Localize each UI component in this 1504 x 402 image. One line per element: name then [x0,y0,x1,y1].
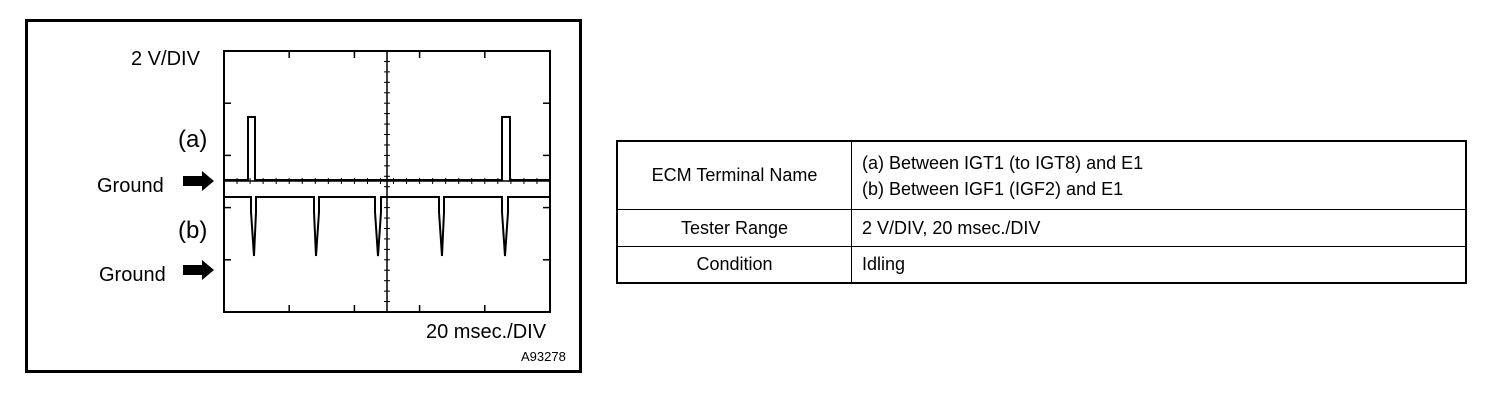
trace-b-label: (b) [178,217,208,244]
row-value: Idling [851,246,1467,284]
trace-a-igt-signal [224,116,550,181]
table-row: Condition Idling [616,246,1467,284]
oscilloscope-figure: 2 V/DIV (a) (b) Ground Ground 20 msec./D… [25,19,582,373]
table-row: ECM Terminal Name (a) Between IGT1 (to I… [616,140,1467,210]
ground-a-arrow [183,171,214,191]
volt-div-label: 2 V/DIV [131,48,200,70]
inspection-spec-table: ECM Terminal Name (a) Between IGT1 (to I… [616,140,1467,284]
row-value: (a) Between IGT1 (to IGT8) and E1 (b) Be… [851,140,1467,210]
value-line: (a) Between IGT1 (to IGT8) and E1 [862,152,1144,173]
value-line: (b) Between IGF1 (IGF2) and E1 [862,178,1124,199]
row-value: 2 V/DIV, 20 msec./DIV [851,209,1467,247]
figure-id-label: A93278 [521,349,566,364]
table-row: Tester Range 2 V/DIV, 20 msec./DIV [616,209,1467,247]
trace-a-label: (a) [178,126,208,153]
row-header: ECM Terminal Name [616,140,852,210]
oscilloscope-screen [183,50,551,313]
trace-b-igf-signal [224,196,550,257]
row-header: Tester Range [616,209,852,247]
row-header: Condition [616,246,852,284]
time-div-label: 20 msec./DIV [426,321,547,343]
ground-b-label: Ground [99,264,166,286]
ground-a-label: Ground [97,175,164,197]
ground-b-arrow [183,260,214,280]
